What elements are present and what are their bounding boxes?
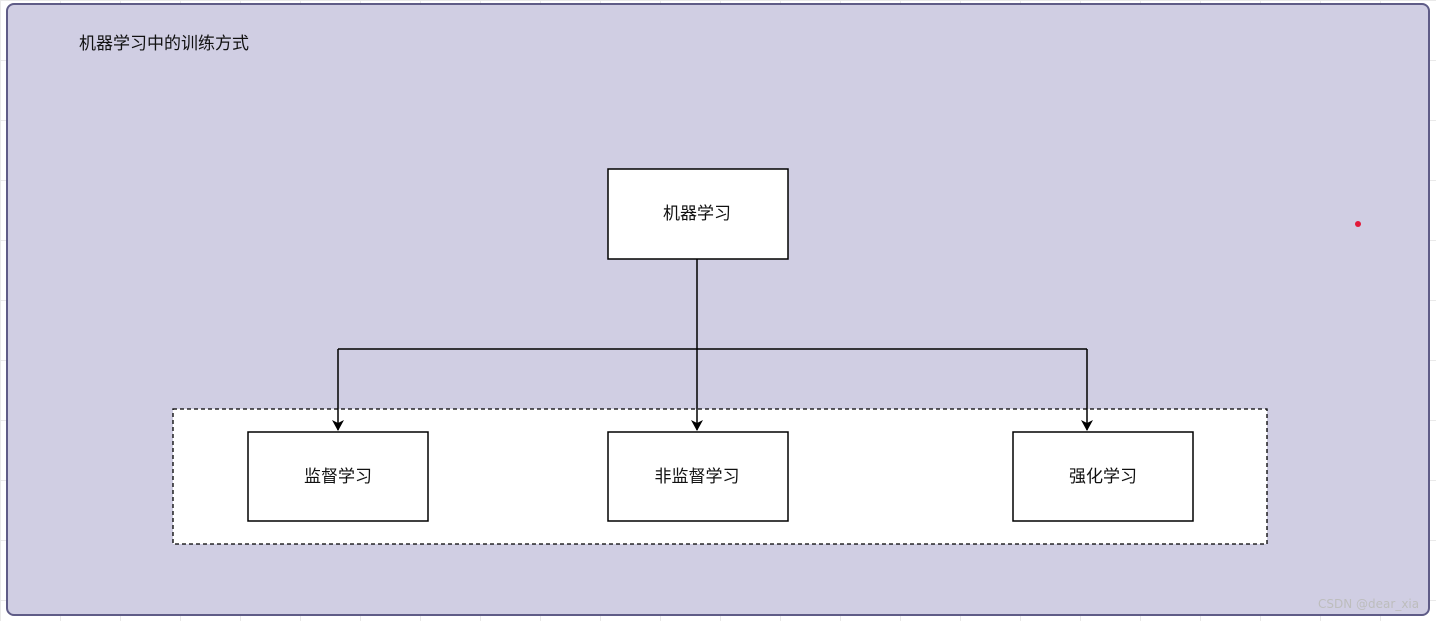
watermark: CSDN @dear_xia bbox=[1318, 597, 1420, 611]
child-node-unsupervised[interactable]: 非监督学习 bbox=[607, 431, 789, 522]
child-node-label: 监督学习 bbox=[304, 467, 372, 487]
child-node-reinforcement[interactable]: 强化学习 bbox=[1012, 431, 1194, 522]
root-node-label: 机器学习 bbox=[663, 204, 731, 224]
root-node[interactable]: 机器学习 bbox=[607, 168, 789, 260]
child-node-supervised[interactable]: 监督学习 bbox=[247, 431, 429, 522]
red-marker-dot bbox=[1355, 221, 1361, 227]
connectors bbox=[332, 259, 1093, 431]
diagram-title: 机器学习中的训练方式 bbox=[79, 34, 249, 54]
child-node-label: 强化学习 bbox=[1069, 467, 1137, 487]
child-node-label: 非监督学习 bbox=[655, 467, 740, 487]
